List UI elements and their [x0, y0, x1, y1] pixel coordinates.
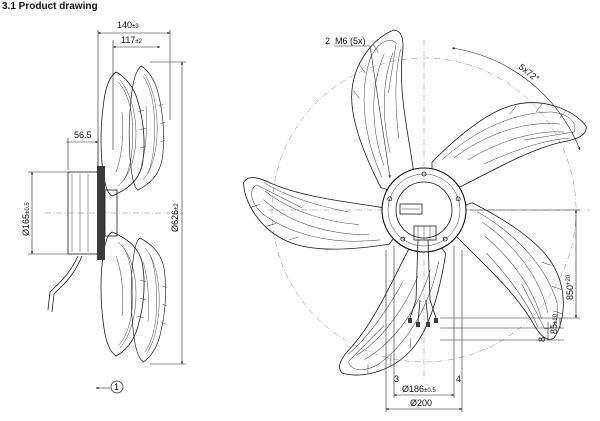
side-view: 140±3 117±2 56.5 Ø165±0.5 Ø626±2 1 — [21, 20, 186, 394]
section-title: 3.1 Product drawing — [2, 1, 98, 12]
connection-cable — [408, 239, 438, 327]
thread-label: M6 (5x) — [335, 36, 366, 46]
bolt-circle — [387, 173, 461, 247]
callout-1-marker — [110, 380, 124, 394]
dim-end-length-label: 8 — [537, 337, 547, 342]
cable-gland — [413, 225, 437, 241]
callout-2-label: 2 — [325, 36, 330, 46]
dim-fan-diameter-label: Ø626±2 — [170, 203, 180, 232]
side-blade-lower — [100, 231, 168, 363]
side-blade-upper — [100, 65, 166, 197]
callout-1-label: 1 — [114, 382, 119, 392]
motor-body — [67, 166, 118, 260]
angle-arc — [451, 47, 581, 151]
dim-overall-depth-label: 140±3 — [117, 20, 139, 30]
callout-4-label: 4 — [456, 374, 461, 384]
dim-bolt-circle-label: Ø186±0.5 — [402, 384, 436, 394]
mounting-holes — [387, 171, 461, 242]
hub-outer — [381, 167, 467, 253]
dim-cable-length-label: 850+20 — [565, 274, 575, 300]
dim-strip-length-label: 85±10 — [549, 313, 559, 334]
dim-blade-depth-label: 117±2 — [121, 35, 143, 45]
front-view: 2 M6 (5x) 5x72° 850+20 85±10 8 Ø186±0.5 … — [229, 22, 590, 412]
dim-hub-diameter-label: Ø200 — [410, 398, 432, 408]
callout-3-label: 3 — [394, 374, 399, 384]
side-cable — [47, 255, 79, 311]
angle-label: 5x72° — [517, 62, 542, 84]
terminal-box — [399, 203, 423, 215]
dim-motor-depth-label: 56.5 — [74, 130, 92, 140]
dim-motor-diameter-label: Ø165±0.5 — [21, 202, 31, 236]
